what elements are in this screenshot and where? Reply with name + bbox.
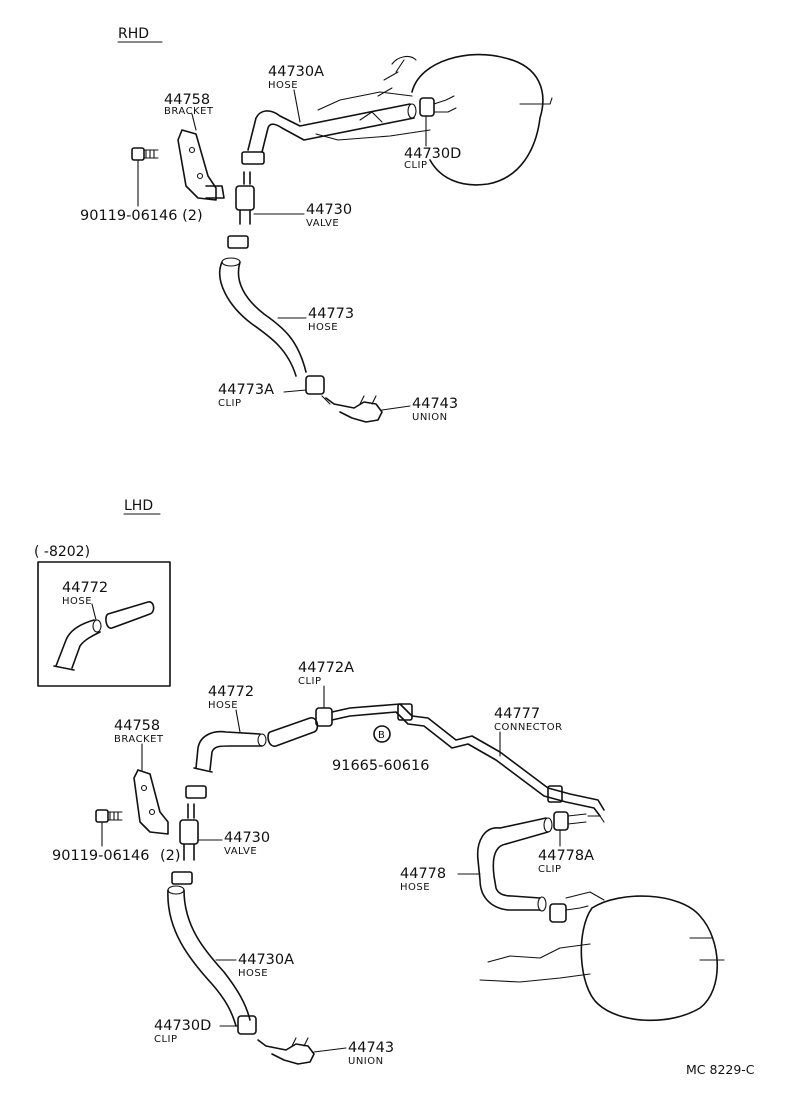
lhd-label-hose-c: HOSE xyxy=(238,968,268,979)
lhd-label-hose-b: HOSE xyxy=(400,882,430,893)
rhd-label-44743: 44743 xyxy=(412,396,458,412)
lhd-label-44778: 44778 xyxy=(400,866,446,882)
lhd-label-clip-a: CLIP xyxy=(298,676,322,687)
rhd-valve-clip-lower xyxy=(227,235,249,249)
lhd-label-44743: 44743 xyxy=(348,1040,394,1056)
rhd-valve-clip-upper xyxy=(241,151,265,165)
inset-range: ( -8202) xyxy=(34,544,90,560)
rhd-hose-44730A xyxy=(247,103,417,153)
lhd-label-clip-d: CLIP xyxy=(154,1034,178,1045)
rhd-heading: RHD xyxy=(118,26,149,42)
rhd-label-union: UNION xyxy=(412,412,448,423)
rhd-hose-44773 xyxy=(218,257,307,377)
rhd-bracket-44758 xyxy=(177,129,225,201)
lhd-b-mark-text: B xyxy=(378,730,385,741)
lhd-label-connector: CONNECTOR xyxy=(494,722,563,733)
lhd-label-44777: 44777 xyxy=(494,706,540,722)
lhd-connector-44777 xyxy=(331,703,605,823)
lhd-brake-booster xyxy=(479,891,725,1022)
lhd-label-44730D: 44730D xyxy=(154,1018,211,1034)
lhd-hose-44778 xyxy=(476,817,553,912)
lhd-valve-clip-lower xyxy=(171,871,193,885)
figure-code: MC 8229-C xyxy=(686,1062,755,1077)
lhd-label-bolt: 90119-06146 xyxy=(52,848,150,864)
inset-label-hose: HOSE xyxy=(62,596,92,607)
lhd-union-44743 xyxy=(257,1037,315,1065)
lhd-label-44778A: 44778A xyxy=(538,848,594,864)
lhd-valve-clip-upper xyxy=(185,785,207,799)
rhd-label-44730A: 44730A xyxy=(268,64,324,80)
lhd-label-union: UNION xyxy=(348,1056,384,1067)
rhd-label-44758: 44758 xyxy=(164,92,210,108)
rhd-clip-44730D xyxy=(419,95,457,117)
inset-label-44772: 44772 xyxy=(62,580,108,596)
rhd-clip-44773A xyxy=(305,375,325,395)
lhd-b-marker: B xyxy=(373,725,391,743)
rhd-label-clip-a: CLIP xyxy=(218,398,242,409)
lhd-bracket-44758 xyxy=(133,769,169,835)
rhd-label-valve: VALVE xyxy=(306,218,339,229)
rhd-check-valve-44730 xyxy=(235,171,255,225)
rhd-label-hose-a: HOSE xyxy=(268,80,298,91)
rhd-label-hose-b: HOSE xyxy=(308,322,338,333)
lhd-label-44758: 44758 xyxy=(114,718,160,734)
lhd-label-valve: VALVE xyxy=(224,846,257,857)
lhd-label-91665: 91665-60616 xyxy=(332,758,430,774)
rhd-label-clip-d: CLIP xyxy=(404,160,428,171)
lhd-booster-clip xyxy=(549,903,589,923)
rhd-label-44773A: 44773A xyxy=(218,382,274,398)
lhd-hose-44772 xyxy=(193,717,319,773)
lhd-label-44772A: 44772A xyxy=(298,660,354,676)
rhd-bolt-90119 xyxy=(131,147,159,161)
lhd-label-44772: 44772 xyxy=(208,684,254,700)
lhd-label-bracket: BRACKET xyxy=(114,734,164,745)
inset-hose-44772 xyxy=(53,601,155,671)
rhd-label-bolt: 90119-06146 (2) xyxy=(80,208,203,224)
lhd-label-44730A: 44730A xyxy=(238,952,294,968)
lhd-bolt-90119 xyxy=(95,809,123,823)
lhd-clip-44730D xyxy=(237,1015,257,1035)
lhd-label-clip-b: CLIP xyxy=(538,864,562,875)
rhd-brake-booster xyxy=(315,53,553,186)
rhd-label-44773: 44773 xyxy=(308,306,354,322)
lhd-clip-44778A xyxy=(553,811,587,831)
rhd-label-44730: 44730 xyxy=(306,202,352,218)
lhd-hose-44730A xyxy=(167,885,251,1027)
lhd-heading: LHD xyxy=(124,498,153,514)
lhd-label-bolt-qty: (2) xyxy=(160,848,181,864)
rhd-label-bracket: BRACKET xyxy=(164,106,214,117)
lhd-label-hose-a: HOSE xyxy=(208,700,238,711)
lhd-check-valve-44730 xyxy=(179,803,199,861)
inset-box xyxy=(37,561,171,687)
rhd-union-44743 xyxy=(321,395,383,423)
rhd-label-44730D: 44730D xyxy=(404,146,461,162)
lhd-clip-44772A xyxy=(315,707,333,727)
lhd-label-44730: 44730 xyxy=(224,830,270,846)
